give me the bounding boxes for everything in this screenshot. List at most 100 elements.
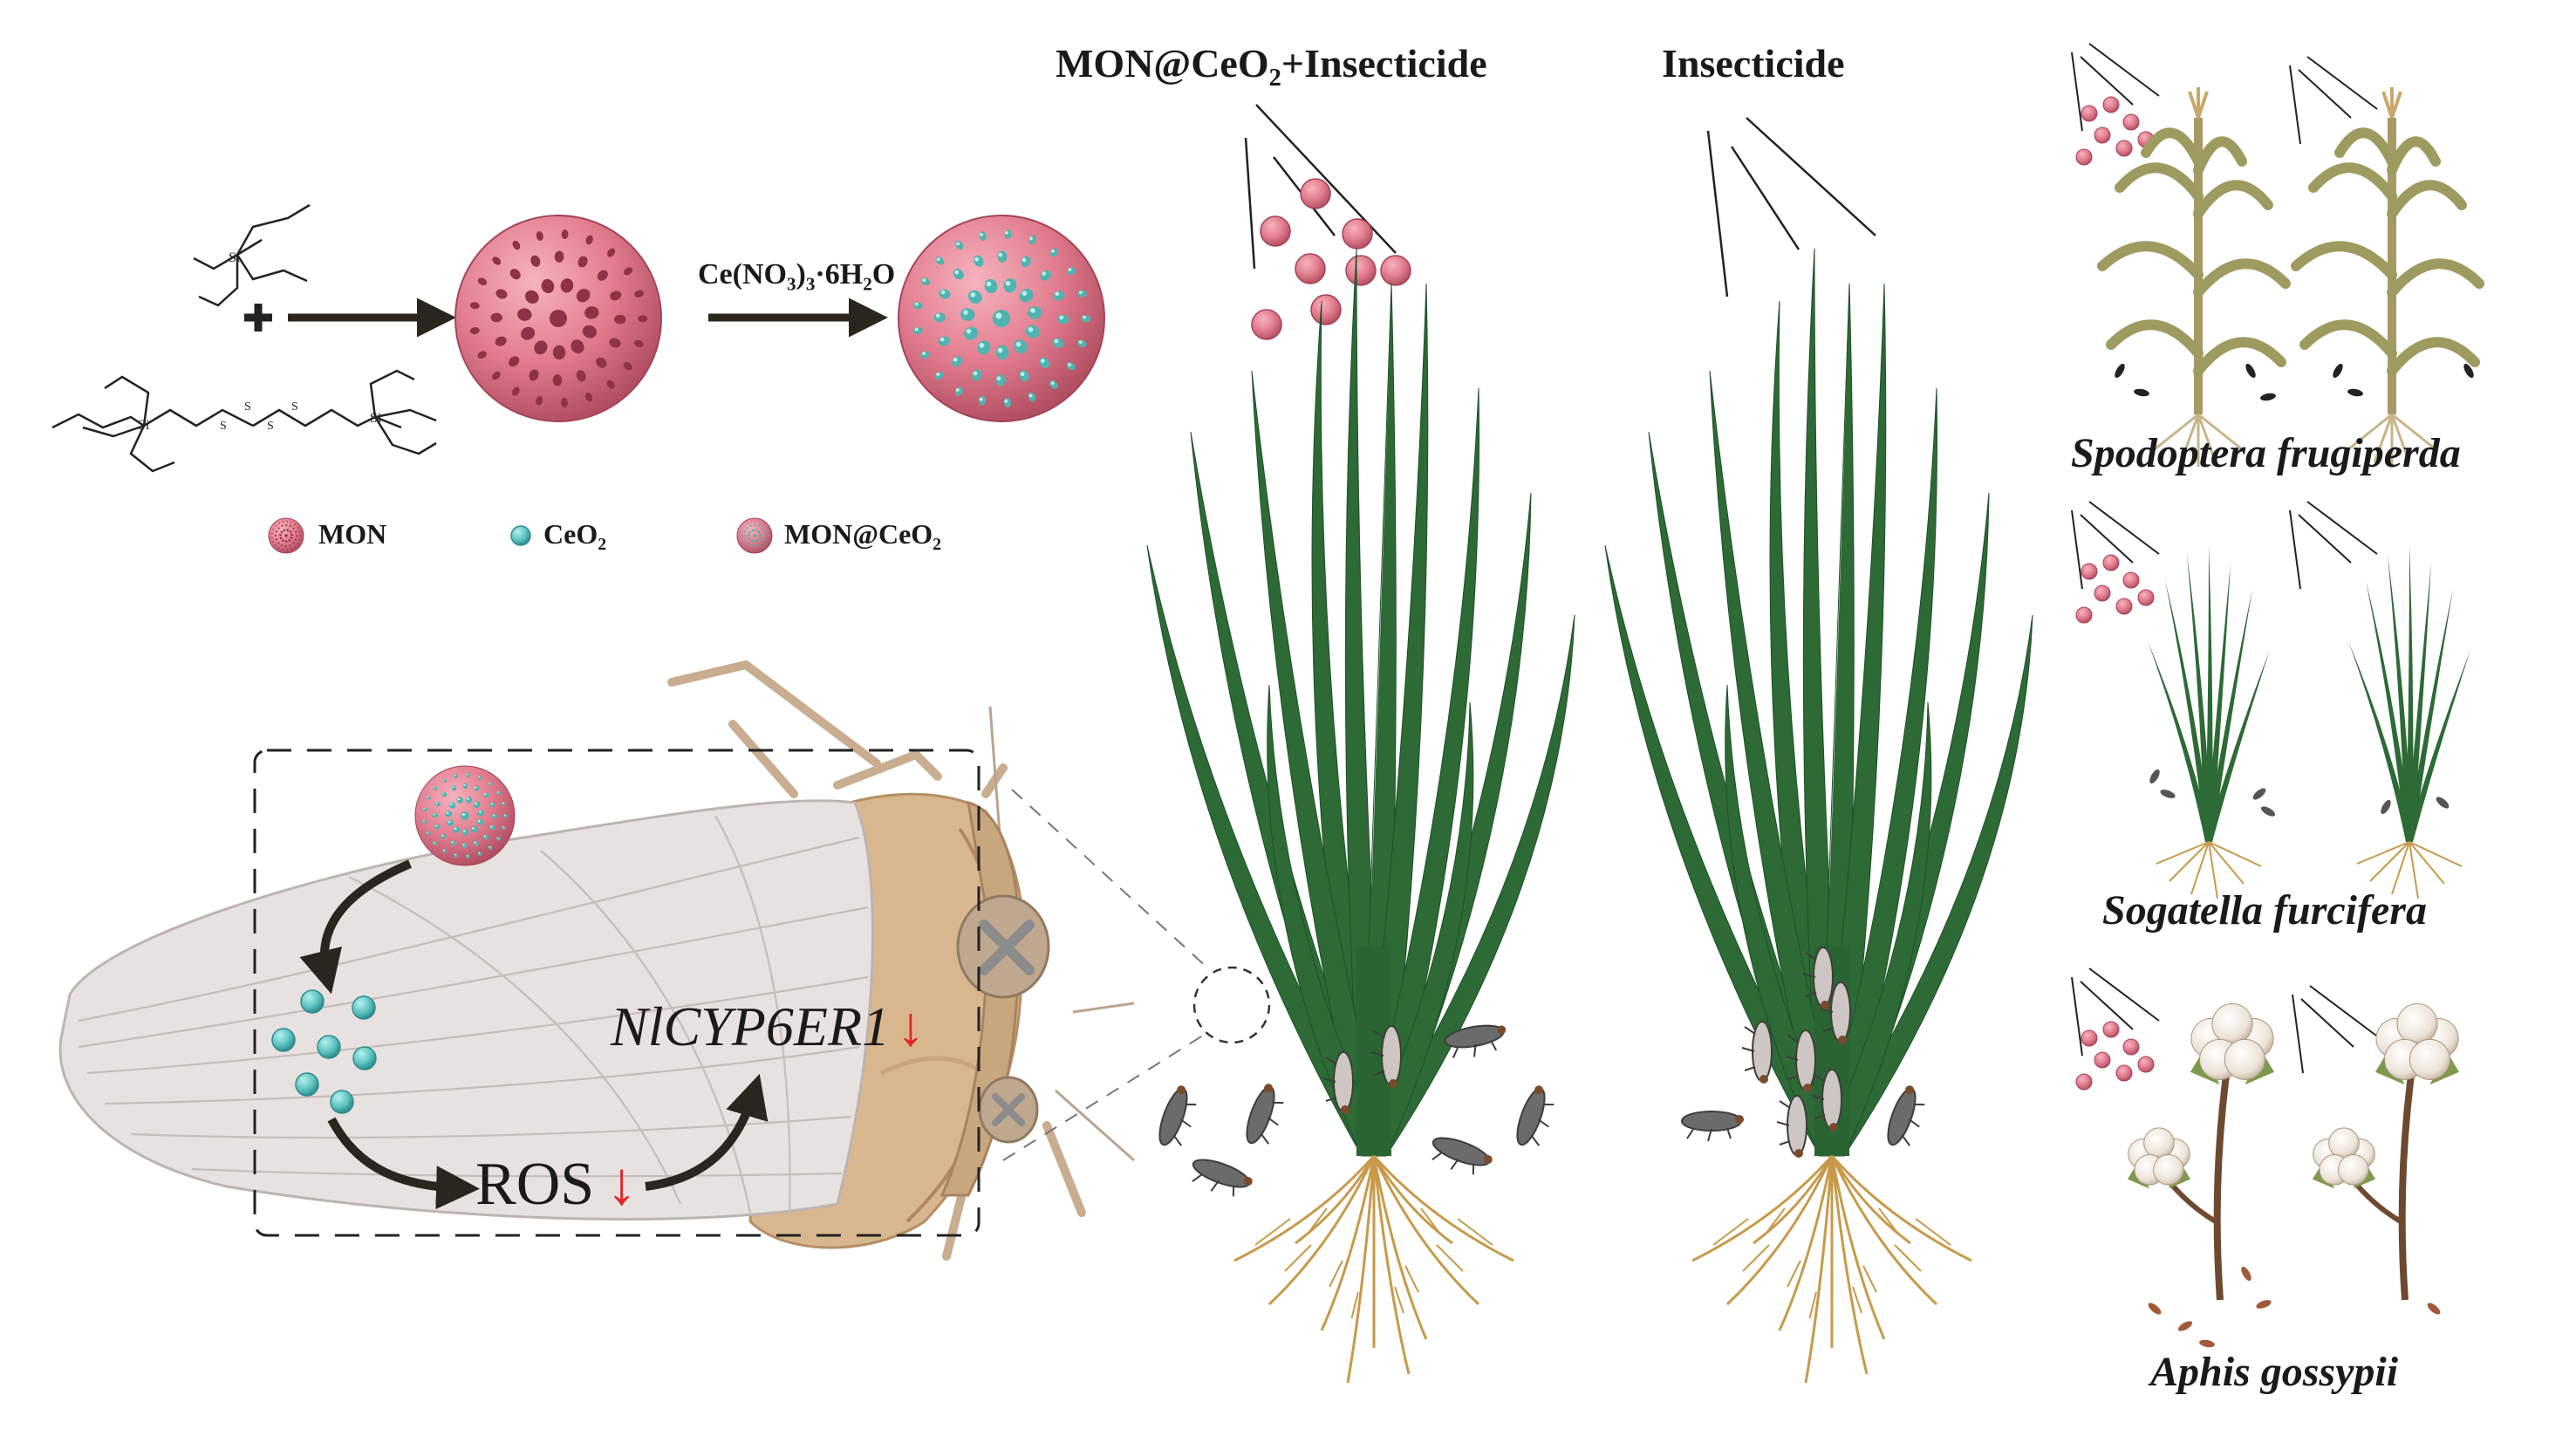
pest-icon [2148, 1303, 2162, 1315]
cross-mark-small-icon [992, 1093, 1025, 1126]
planthopper-icon [1741, 1021, 1773, 1084]
treatment-title-right: Insecticide [1662, 41, 1845, 85]
planthopper-wing [58, 799, 874, 1221]
mon-sphere-large [454, 215, 662, 422]
ros-arrow [327, 1117, 480, 1210]
ros-label: ROS↓ [475, 1151, 638, 1218]
pest-icon [2260, 806, 2276, 817]
planthopper-icon [1370, 1025, 1402, 1088]
pest-icon [2241, 1266, 2251, 1282]
nanoparticle-droplet [2115, 598, 2133, 615]
nanoparticle-droplet [2081, 563, 2098, 580]
pest-icon [2245, 363, 2256, 379]
nanoparticle-droplet [2094, 585, 2111, 602]
nanoparticle-droplet [2122, 1038, 2140, 1056]
pest-panel [2071, 43, 2484, 1348]
planthopper-icon [1246, 1084, 1284, 1145]
nanoparticle-droplet [1310, 294, 1342, 325]
teos-molecule [193, 203, 311, 307]
planthopper-icon [1681, 1111, 1744, 1142]
nanoparticle-droplet [2094, 1051, 2111, 1069]
pest-icon [2427, 1303, 2441, 1315]
pest-icon [2134, 388, 2149, 397]
planthopper-icon [1192, 1159, 1253, 1197]
treatment-right [1604, 117, 2033, 1384]
nanoparticle-droplet [2081, 1029, 2098, 1047]
sulfur-atom-4: S [291, 400, 298, 414]
pest-icon [2347, 388, 2363, 397]
mon-ceo2-sphere-mechanism [414, 765, 516, 866]
planthopper-icon [1322, 1051, 1354, 1114]
ceo2-particle-icon [510, 525, 531, 546]
pest-icon [2256, 1300, 2272, 1309]
nanoparticle-droplet [2137, 589, 2155, 606]
rice-plant-icon [2348, 545, 2470, 899]
legend-label-mon-ceo2: MON@CeO2 [784, 518, 942, 554]
nanoparticle-droplet [2137, 1056, 2155, 1073]
nanoparticle-droplet [1380, 255, 1411, 286]
planthopper-icon [1785, 1029, 1816, 1092]
pest-icon [2177, 1321, 2193, 1331]
ceo2-particles-cluster [271, 989, 377, 1114]
legend-label-ceo2: CeO2 [543, 518, 607, 554]
planthopper-illustration [58, 660, 1271, 1261]
sulfur-atom-2: S [244, 400, 251, 414]
pest-icon [2149, 769, 2160, 784]
nanoparticle-droplet [1295, 253, 1326, 284]
mon-sphere-icon [268, 517, 304, 554]
planthopper-icon [1811, 1069, 1842, 1132]
rice-plant-treated [1146, 248, 1575, 1384]
pest-icon [2115, 363, 2125, 379]
nanoparticle-droplet [2094, 127, 2111, 144]
cross-mark-icon [979, 920, 1035, 975]
rice-plant-icon [2148, 545, 2270, 899]
planthopper-icon [1516, 1085, 1554, 1146]
ceo2-particle [330, 1090, 354, 1114]
legend-label-mon: MON [318, 518, 387, 550]
nanoparticle-droplet [1345, 255, 1377, 286]
zoom-circle [1192, 966, 1271, 1044]
pest-icon [2260, 393, 2276, 401]
pest-icon [2436, 797, 2450, 809]
zoom-guide-lines [1002, 789, 1209, 1161]
ceo2-particle [352, 1046, 377, 1070]
ceo2-particle [271, 1028, 296, 1052]
nanoparticle-droplet [2081, 105, 2098, 122]
ceo2-particle [300, 989, 325, 1014]
nanoparticle-droplet [1260, 215, 1291, 247]
sulfur-atom-1: S [220, 420, 227, 433]
pest-label-spodoptera: Spodoptera frugiperda [2071, 430, 2461, 476]
nanoparticle-droplet [2102, 96, 2120, 113]
pest-label-sogatella: Sogatella furcifera [2102, 887, 2427, 934]
nanoparticle-droplet [2075, 1073, 2093, 1091]
planthopper-icon [1444, 1024, 1507, 1058]
legend [268, 517, 773, 554]
treatment-title-left: MON@CeO2+Insecticide [1056, 41, 1487, 92]
mon-ceo2-sphere-large [898, 215, 1105, 422]
nanoparticle-droplet [1342, 218, 1373, 250]
nanoparticle-droplet [2115, 140, 2133, 157]
sulfur-atom-3: S [267, 420, 274, 433]
release-arrow [299, 859, 412, 995]
gene-down-arrow-icon: ↓ [897, 995, 926, 1057]
pest-icon [2199, 1339, 2215, 1348]
disulfide-silane-molecule [51, 369, 437, 473]
synthesis-scheme: Si Si Si S S S S [51, 203, 1105, 473]
nanoparticle-droplet [1300, 178, 1331, 209]
zoom-box [253, 749, 981, 1237]
pest-icon [2333, 363, 2343, 379]
treatment-left [1146, 104, 1575, 1384]
nanoparticle-droplet [2122, 113, 2140, 131]
silane-si-left: Si [138, 418, 150, 433]
ceo2-particle [317, 1035, 341, 1059]
cotton-plant-icon [2128, 1003, 2274, 1301]
spray-lines-right [1706, 117, 1876, 297]
maize-plant-icon [2097, 87, 2291, 467]
rice-plant-control [1604, 248, 2033, 1384]
nanoparticle-droplet [2122, 571, 2140, 589]
plus-icon [244, 304, 272, 332]
maize-plant-icon [2291, 87, 2484, 467]
planthopper-icon [1802, 947, 1834, 1009]
planthopper-icon [1887, 1085, 1925, 1146]
nanoparticle-droplet [2102, 1021, 2120, 1038]
